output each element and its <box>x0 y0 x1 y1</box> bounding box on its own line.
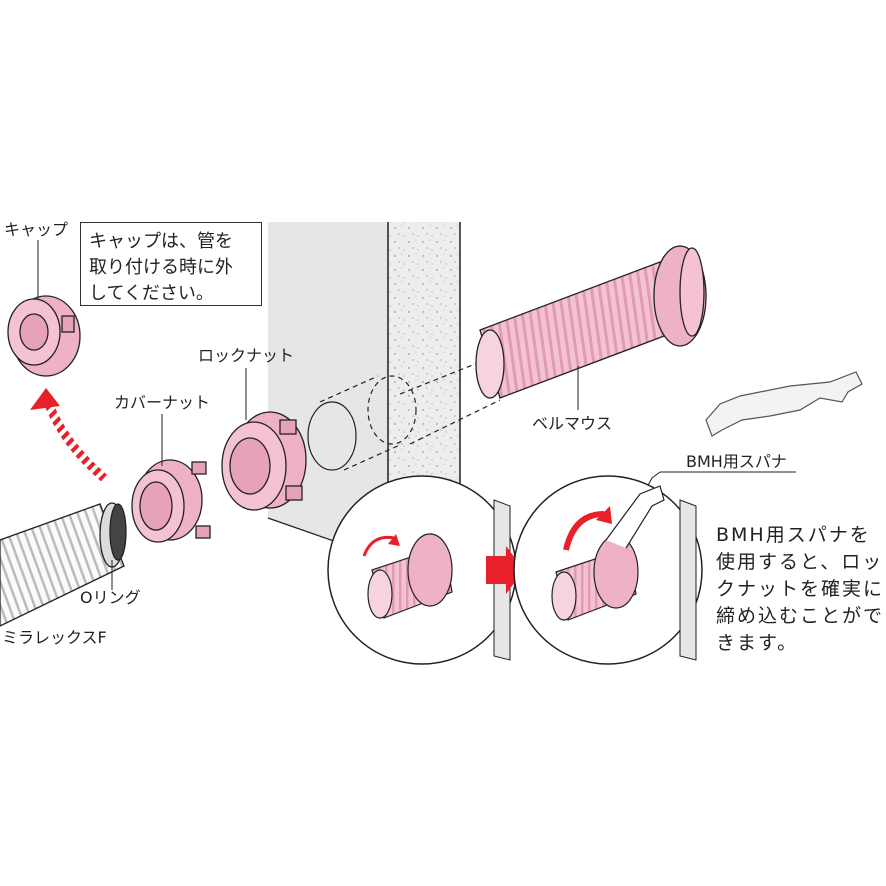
spanner-description: BMH用スパナを 使用すると、ロッ クナットを確実に 締め込むことがで きます。 <box>716 522 884 657</box>
remove-cap-arrow <box>30 388 107 482</box>
bmh-spanner-tool <box>705 371 863 437</box>
dashed-pipe-guide <box>307 357 501 471</box>
cap-label: キャップ <box>4 220 69 239</box>
side-line: 締め込むことがで <box>716 605 885 627</box>
o-ring-label: Oリング <box>80 588 141 607</box>
side-line: クナットを確実に <box>716 578 885 600</box>
detail-circle-spanner <box>513 475 703 665</box>
miralex-hose <box>0 502 127 627</box>
miralex-label: ミラレックスF <box>2 628 107 647</box>
lock-nut-label: ロックナット <box>198 346 295 365</box>
note-line: してください。 <box>89 283 214 304</box>
lock-nut-part <box>221 411 307 511</box>
side-line: 使用すると、ロッ <box>716 551 884 573</box>
note-line: 取り付ける時に外 <box>89 257 233 278</box>
cap-note-box: キャップは、管を 取り付ける時に外 してください。 <box>80 222 262 306</box>
note-line: キャップは、管を <box>89 231 233 252</box>
bell-mouth-label: ベルマウス <box>532 414 613 433</box>
side-line: BMH用スパナを <box>716 524 871 546</box>
cover-nut-part <box>131 459 211 543</box>
bmh-spanner-label: BMH用スパナ <box>686 452 787 471</box>
bell-mouth <box>475 245 707 399</box>
detail-circle-hand-tighten <box>327 475 517 665</box>
side-line: きます。 <box>716 632 799 654</box>
cover-nut-label: カバーナット <box>114 393 211 412</box>
cap-part <box>7 295 81 377</box>
